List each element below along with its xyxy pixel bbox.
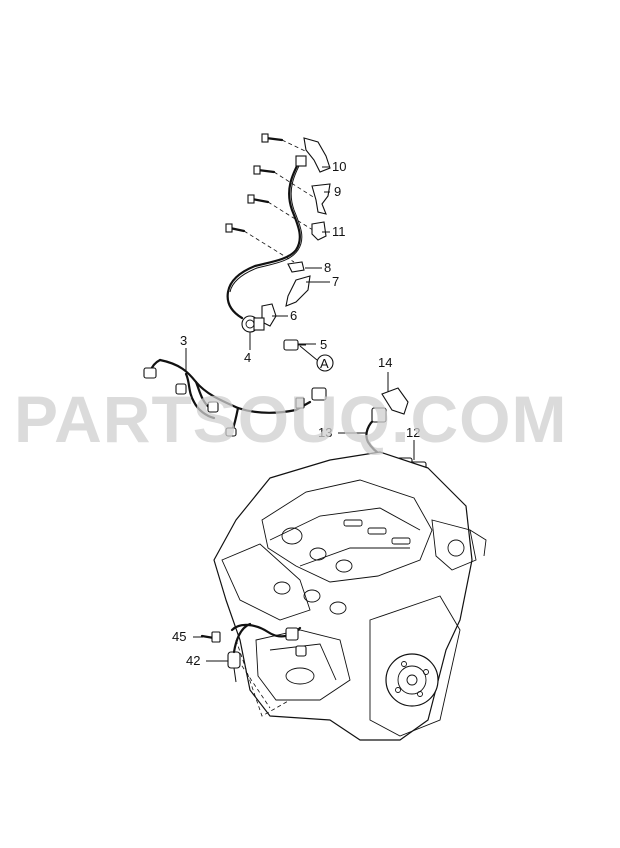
callout-13: 13 (318, 425, 332, 440)
engine-assembly (213, 451, 487, 741)
reference-marker-a: A (299, 345, 334, 372)
reference-marker-label: A (320, 356, 329, 371)
callout-6: 6 (290, 308, 297, 323)
bolt-top (261, 133, 284, 143)
callout-3: 3 (180, 333, 187, 348)
callout-4: 4 (244, 350, 251, 365)
bolt-fourth (225, 223, 246, 233)
bolt-45 (200, 631, 221, 643)
bolt-third (247, 194, 270, 204)
callout-8: 8 (324, 260, 331, 275)
sensor-4 (241, 315, 265, 333)
bolt-second (253, 165, 276, 175)
callout-12: 12 (406, 425, 420, 440)
callout-11: 11 (332, 224, 346, 239)
watermark: PARTSOUQ.COM (14, 382, 567, 456)
callout-9: 9 (334, 184, 341, 199)
upper-sensor-harness: A (225, 133, 334, 372)
callout-10: 10 (332, 159, 346, 174)
callout-45: 45 (172, 629, 186, 644)
sensor-42 (227, 622, 252, 683)
sensor-5 (283, 339, 306, 351)
callout-5: 5 (320, 337, 327, 352)
callout-42: 42 (186, 653, 200, 668)
callout-14: 14 (378, 355, 392, 370)
callout-7: 7 (332, 274, 339, 289)
harness-3 (143, 348, 327, 437)
